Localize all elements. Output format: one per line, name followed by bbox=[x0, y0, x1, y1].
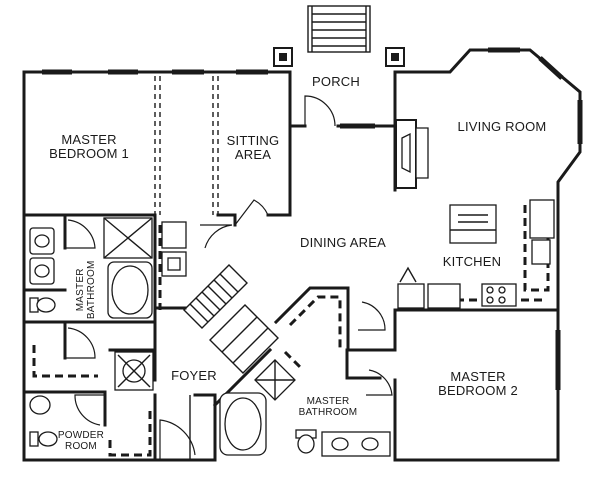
room-label-foyer: FOYER bbox=[171, 368, 217, 383]
room-label-porch: PORCH bbox=[312, 74, 360, 89]
hall-unit bbox=[114, 351, 154, 391]
room-label-master-bedroom-2: MASTER BEDROOM 2 bbox=[438, 369, 518, 399]
room-label-sitting-area: SITTING AREA bbox=[226, 133, 280, 163]
room-label-master-bedroom-1: MASTER BEDROOM 1 bbox=[49, 132, 129, 162]
room-label-powder-room: POWDER ROOM bbox=[57, 430, 105, 452]
bathroom-2-fixtures bbox=[219, 359, 391, 457]
interior-walls bbox=[22, 124, 560, 462]
room-label-dining-area: DINING AREA bbox=[300, 235, 386, 250]
powder-room-fixtures bbox=[29, 395, 58, 447]
fireplace bbox=[395, 119, 429, 189]
room-label-master-bathroom-1: MASTER BATHROOM bbox=[75, 260, 97, 320]
room-label-master-bathroom-2: MASTER BATHROOM bbox=[298, 396, 358, 418]
room-label-kitchen: KITCHEN bbox=[442, 254, 502, 269]
closet-units bbox=[161, 221, 187, 277]
kitchen-fixtures bbox=[397, 199, 555, 309]
misc-details bbox=[189, 348, 349, 460]
porch-steps bbox=[307, 5, 371, 53]
staircase bbox=[183, 264, 279, 374]
bathroom-1-fixtures bbox=[29, 217, 153, 319]
room-label-living-room: LIVING ROOM bbox=[457, 119, 547, 134]
porch-column-left bbox=[273, 47, 293, 67]
porch-column-right bbox=[385, 47, 405, 67]
windows bbox=[42, 47, 583, 390]
doors bbox=[65, 95, 393, 460]
